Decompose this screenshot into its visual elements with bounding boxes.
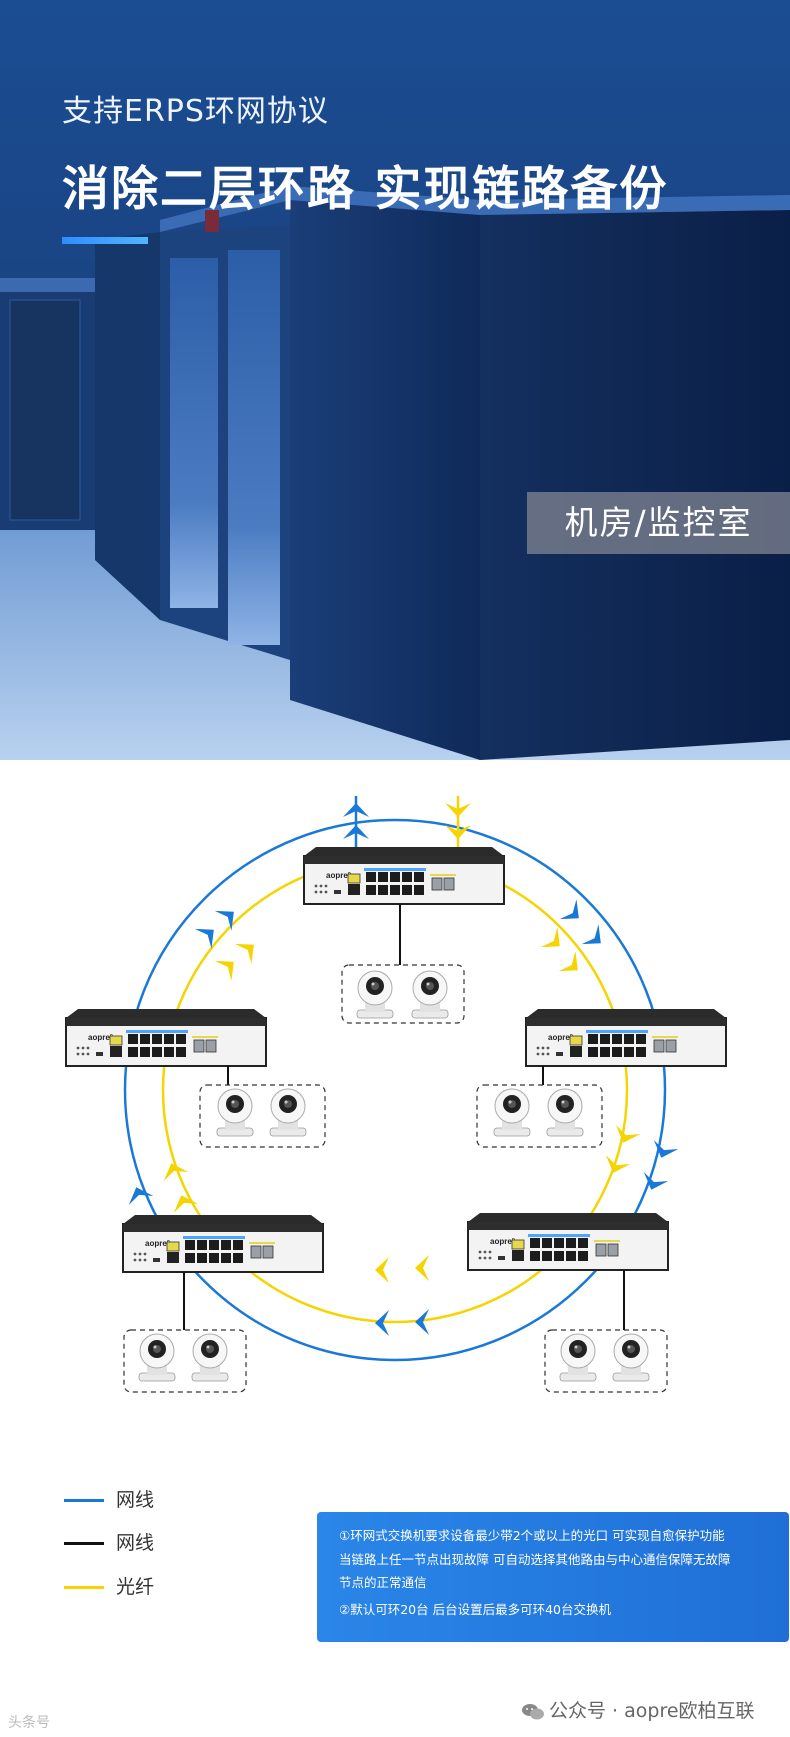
legend-item-black: 网线 — [64, 1529, 264, 1557]
legend-item-blue: 网线 — [64, 1486, 264, 1514]
watermark-left: 头条号 — [8, 1715, 50, 1731]
info-line-2: 当链路上任一节点出现故障 可自动选择其他路由与中心通信保障无故障 — [339, 1552, 731, 1567]
switch-right — [525, 1008, 727, 1067]
hero-subtitle: 支持ERPS环网协议 — [62, 94, 329, 129]
legend-label: 光纤 — [116, 1576, 155, 1598]
wechat-icon — [522, 1703, 544, 1719]
legend-label: 网线 — [116, 1489, 155, 1511]
hero-banner: 支持ERPS环网协议 消除二层环路 实现链路备份 机房/监控室 — [0, 0, 790, 760]
switch-left — [65, 1008, 267, 1067]
account-name: 公众号 · aopre欧柏互联 — [549, 1700, 755, 1722]
account-watermark: 公众号 · aopre欧柏互联 — [521, 1696, 755, 1723]
switch-bottom-left — [122, 1214, 324, 1273]
info-box: ①环网式交换机要求设备最少带2个或以上的光口 可实现自愈保护功能 当链路上任一节… — [317, 1512, 789, 1642]
camera-group-left — [199, 1084, 326, 1148]
location-tag: 机房/监控室 — [527, 492, 790, 554]
ring-network-diagram: aopre° — [0, 760, 790, 1480]
hero-title: 消除二层环路 实现链路备份 — [62, 162, 669, 217]
info-line-1: ①环网式交换机要求设备最少带2个或以上的光口 可实现自愈保护功能 — [339, 1528, 725, 1543]
accent-bar — [62, 237, 148, 244]
camera-group-right — [476, 1084, 603, 1148]
legend-swatch — [64, 1499, 104, 1502]
camera-group-top — [341, 964, 465, 1024]
info-line-3: 节点的正常通信 — [339, 1575, 427, 1590]
legend-label: 网线 — [116, 1532, 155, 1554]
server-room-illustration — [0, 186, 790, 760]
camera-group-bottom-right — [544, 1329, 668, 1393]
blue-ring-cable — [123, 818, 667, 1362]
switch-top — [303, 846, 505, 905]
legend-item-yellow: 光纤 — [64, 1573, 264, 1601]
legend-swatch — [64, 1586, 104, 1589]
switch-bottom-right — [467, 1212, 669, 1271]
legend-swatch — [64, 1542, 104, 1545]
info-line-4: ②默认可环20台 后台设置后最多可环40台交换机 — [339, 1602, 611, 1617]
camera-group-bottom-left — [123, 1329, 247, 1393]
